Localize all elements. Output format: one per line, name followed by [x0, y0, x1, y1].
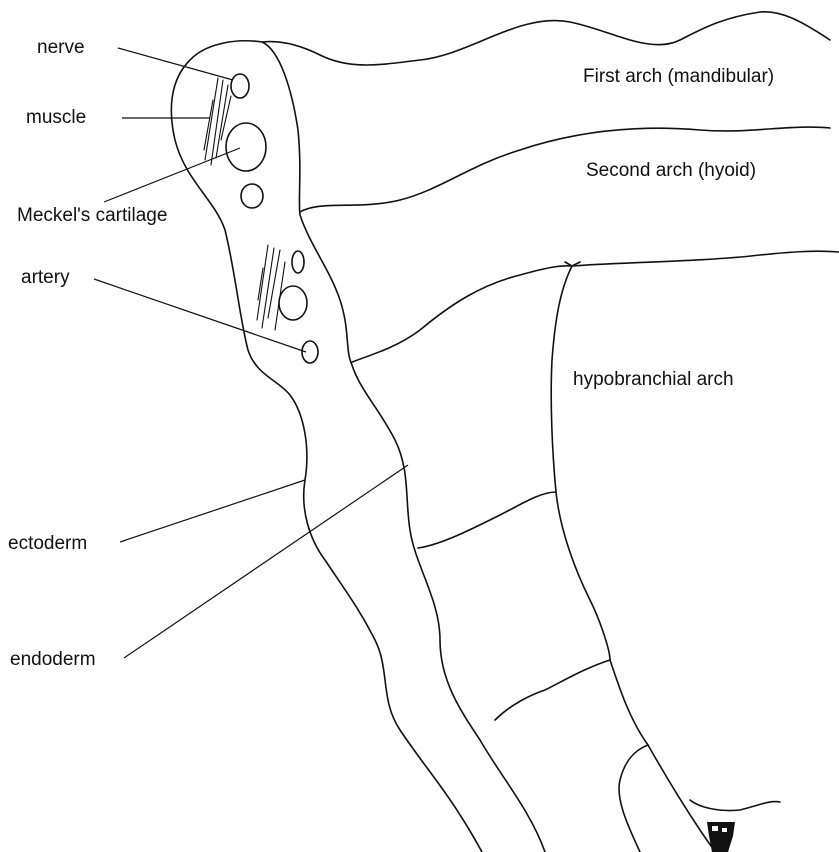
meckels-cartilage-label: Meckel's cartilage: [17, 206, 167, 225]
nerve-label: nerve: [37, 38, 85, 57]
ectoderm-outline: [171, 12, 830, 852]
muscle-label: muscle: [26, 108, 86, 127]
endoderm-leader: [124, 465, 408, 658]
endoderm-outline: [262, 42, 545, 852]
endoderm-label: endoderm: [10, 650, 96, 669]
nerve-circle-second-arch: [292, 251, 304, 273]
cross-boundary-2: [495, 660, 610, 720]
small-circle-first-arch: [241, 184, 263, 208]
lower-right-curve: [690, 800, 780, 811]
ectoderm-leader: [120, 480, 305, 542]
cartilage-circle-second-arch: [279, 286, 307, 320]
cross-boundary-1: [418, 492, 556, 548]
nerve-leader: [118, 48, 233, 80]
hypobranchial-arch-label: hypobranchial arch: [573, 370, 734, 389]
artery-label: artery: [21, 268, 70, 287]
ectoderm-label: ectoderm: [8, 534, 87, 553]
second-arch-label: Second arch (hyoid): [586, 161, 756, 180]
first-arch-label: First arch (mandibular): [583, 67, 774, 86]
corner-mark: [707, 822, 735, 852]
artery-leader: [94, 279, 306, 352]
meckels-cartilage-circle: [226, 123, 266, 171]
hypobranchial-vertical-boundary: [551, 266, 716, 852]
meckels-cartilage-leader: [104, 148, 240, 202]
nerve-circle: [231, 74, 249, 98]
muscle-hatching-second-arch: [257, 245, 285, 330]
second-hypobranchial-boundary: [352, 251, 839, 362]
cross-boundary-3: [619, 745, 648, 852]
